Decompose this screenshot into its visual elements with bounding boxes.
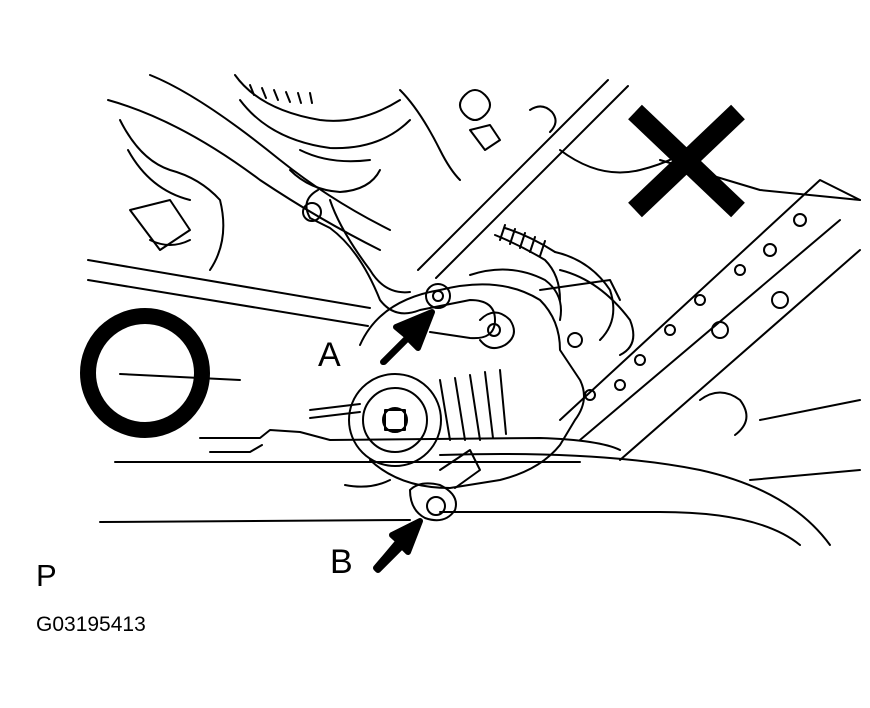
engine-background (107, 74, 701, 271)
figure-id: G03195413 (36, 613, 146, 636)
cross-x-icon (628, 104, 745, 218)
circle-o-icon (80, 308, 210, 438)
adjusting-bracket (302, 189, 496, 340)
arrow-a-icon (380, 309, 435, 365)
lower-frame (99, 373, 831, 546)
callout-b: B (330, 543, 353, 581)
alternator (348, 268, 621, 489)
callout-a: A (318, 336, 341, 374)
arrow-b-icon (373, 518, 423, 573)
lower-bolt (409, 449, 481, 522)
engine-block (559, 159, 861, 481)
view-marker: P (36, 558, 57, 593)
wiring-harness (494, 224, 635, 356)
support-rod (87, 259, 371, 327)
lever-bar (417, 79, 629, 279)
